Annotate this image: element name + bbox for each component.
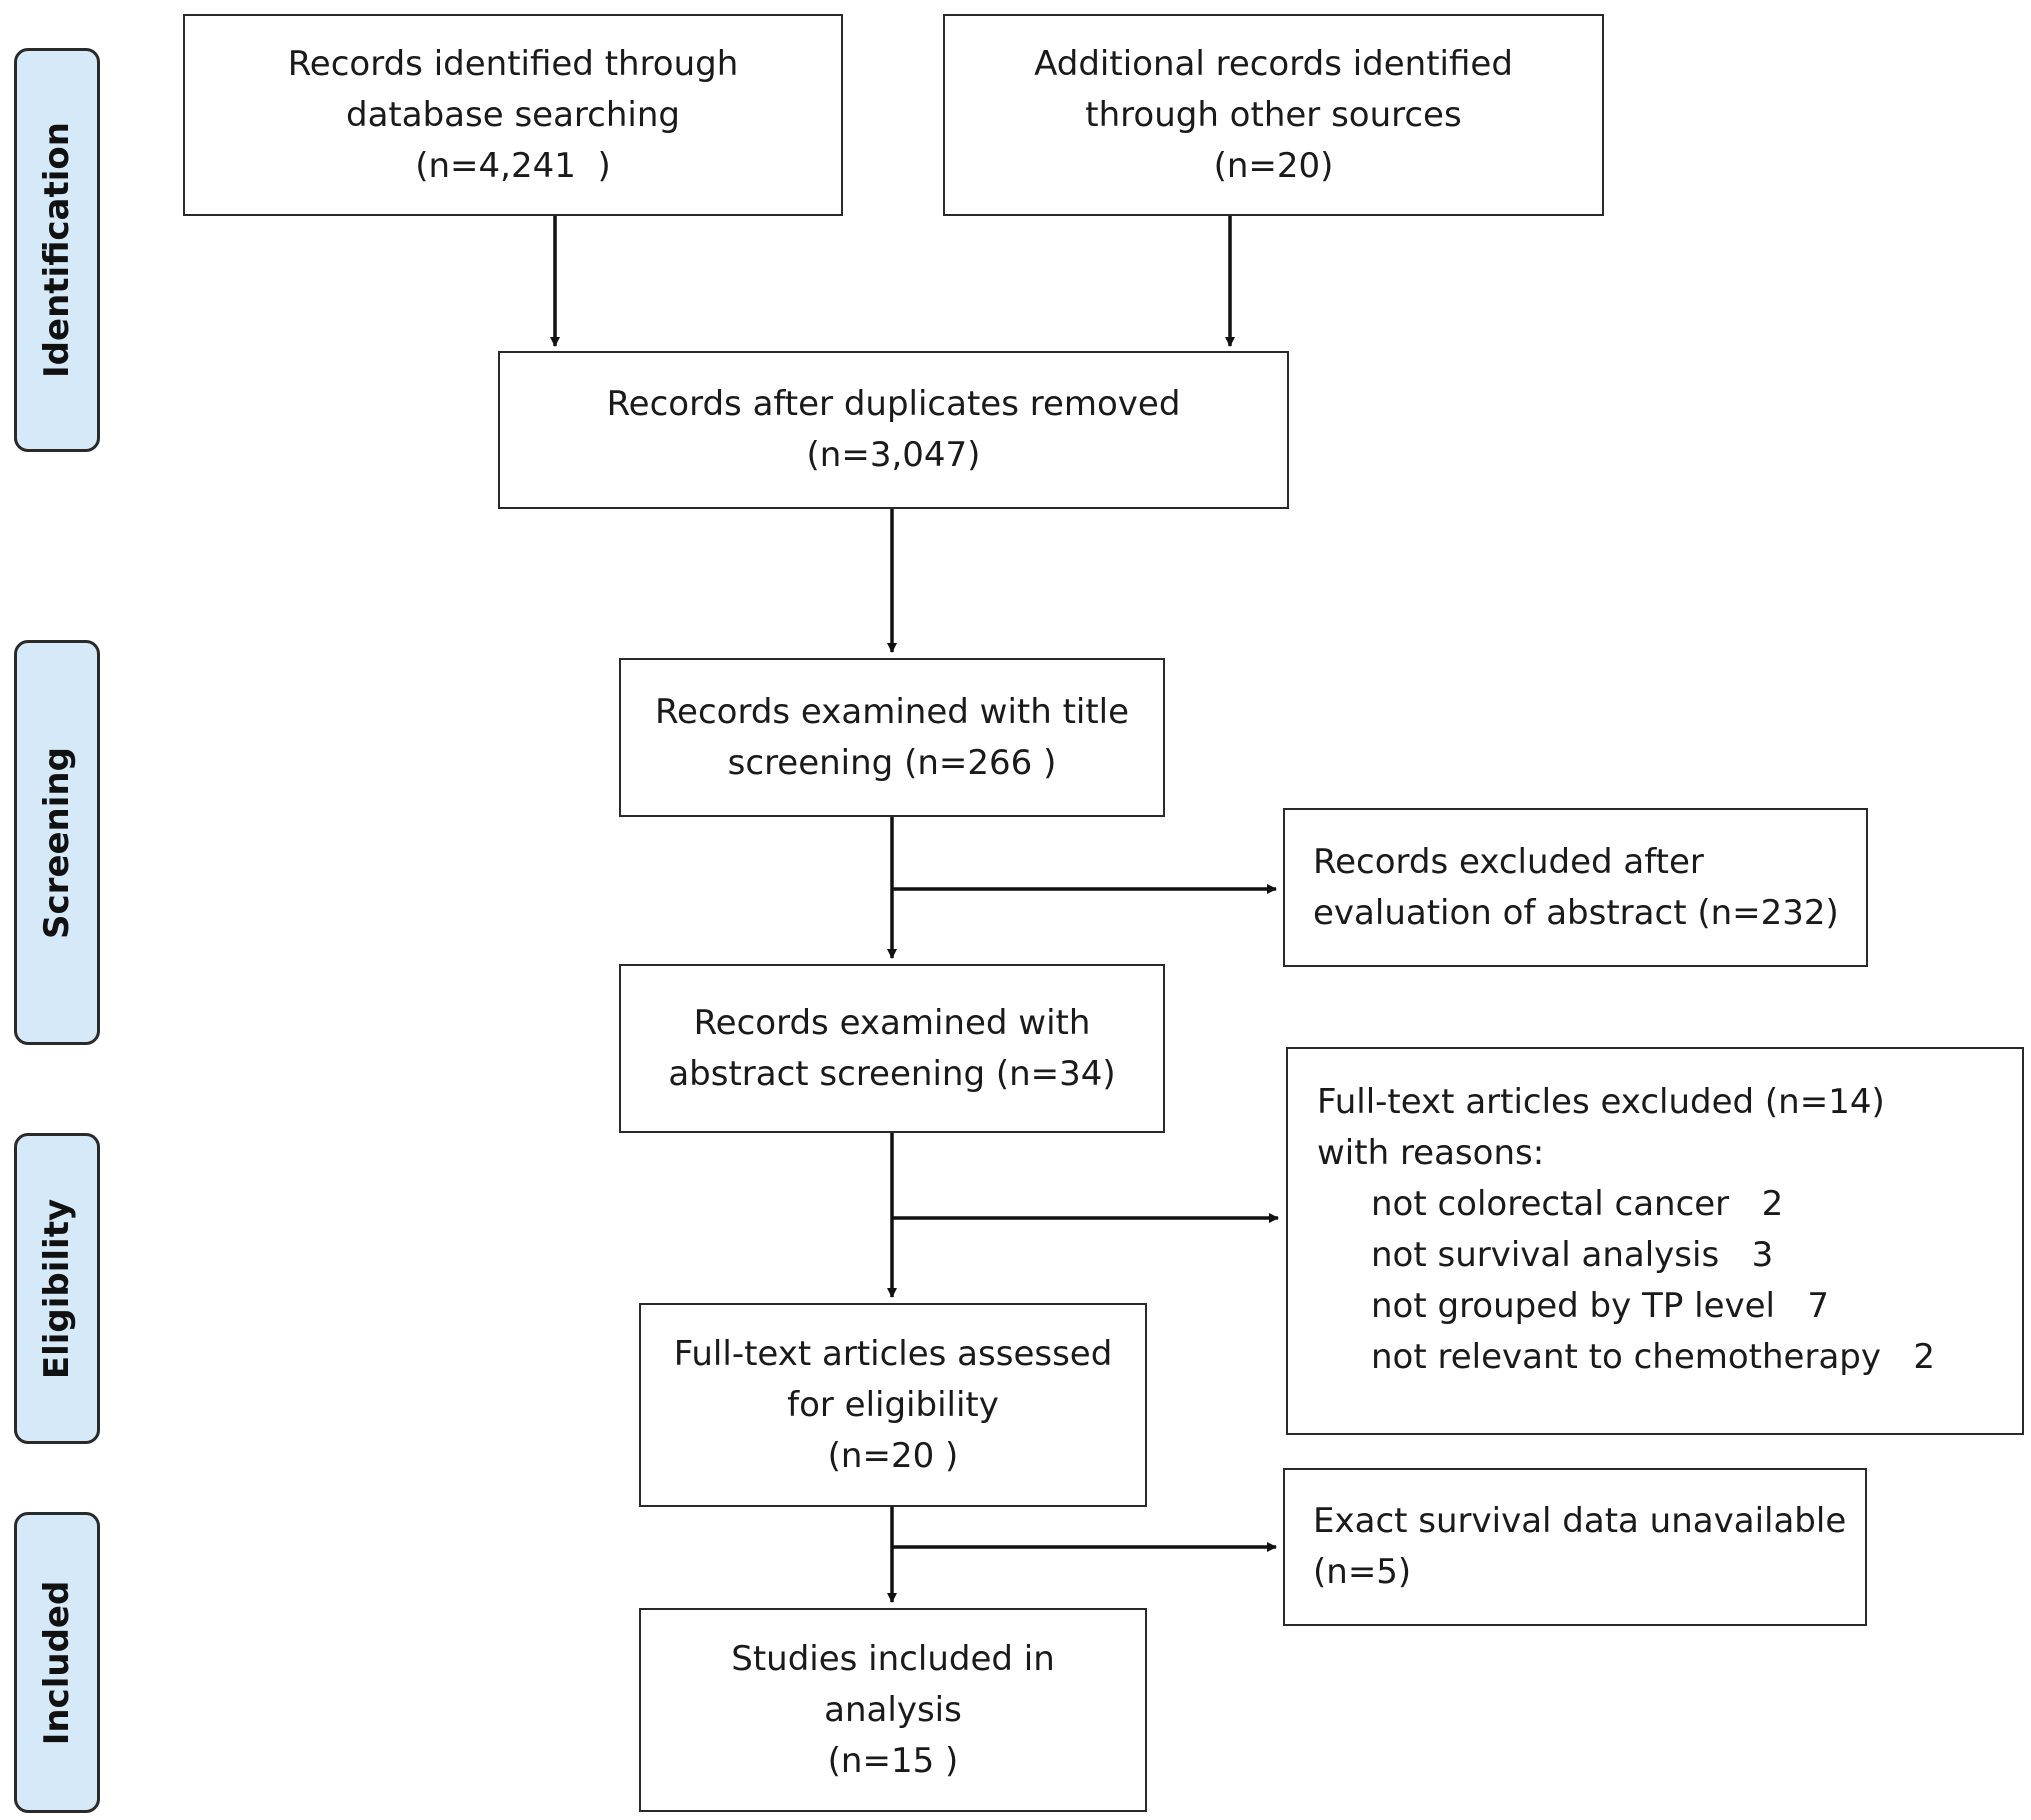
survival-unavailable-line1: Exact survival data unavailable <box>1313 1501 1847 1541</box>
included-studies-count: (n=15 ) <box>827 1740 959 1781</box>
fulltext-excluded-box: Full-text articles excluded (n=14) with … <box>1286 1047 2024 1435</box>
excluded-abstract-line2: evaluation of abstract (n=232) <box>1313 892 1839 933</box>
database-search-line1: Records identified through <box>287 43 739 84</box>
other-sources-box: Additional records identified through ot… <box>943 14 1604 216</box>
exclusion-reason: not relevant to chemotherapy 2 <box>1371 1337 1936 1377</box>
fulltext-assessed-count: (n=20 ) <box>827 1435 959 1476</box>
fulltext-excluded-line1: Full-text articles excluded (n=14) <box>1317 1082 1885 1122</box>
stage-included: Included <box>14 1512 100 1813</box>
stage-identification-label: Identification <box>37 122 77 378</box>
other-sources-count: (n=20) <box>1213 145 1334 186</box>
stage-eligibility-label: Eligibility <box>37 1198 77 1379</box>
abstract-screening-line2: abstract screening (n=34) <box>668 1053 1116 1094</box>
exclusion-reason: not survival analysis 3 <box>1371 1235 1774 1275</box>
fulltext-excluded-line2: with reasons: <box>1317 1133 1545 1173</box>
database-search-line2: database searching <box>346 94 680 135</box>
title-screening-line1: Records examined with title <box>654 691 1130 732</box>
fulltext-assessed-box: Full-text articles assessed for eligibil… <box>639 1303 1147 1507</box>
other-sources-line1: Additional records identified <box>1034 43 1513 84</box>
duplicates-removed-box: Records after duplicates removed (n=3,04… <box>498 351 1289 509</box>
stage-identification: Identification <box>14 48 100 452</box>
database-search-box: Records identified through database sear… <box>183 14 843 216</box>
fulltext-assessed-line2: for eligibility <box>787 1384 999 1425</box>
survival-unavailable-count: (n=5) <box>1313 1552 1412 1592</box>
duplicates-removed-line1: Records after duplicates removed <box>606 384 1181 424</box>
database-search-count: (n=4,241 ) <box>415 145 611 186</box>
excluded-abstract-line1: Records excluded after <box>1313 841 1704 882</box>
duplicates-removed-count: (n=3,047) <box>806 435 981 475</box>
exclusion-reason: not grouped by TP level 7 <box>1371 1286 1830 1326</box>
included-studies-line2: analysis <box>824 1689 962 1730</box>
stage-screening: Screening <box>14 640 100 1045</box>
abstract-screening-box: Records examined with abstract screening… <box>619 964 1165 1133</box>
stage-eligibility: Eligibility <box>14 1133 100 1444</box>
excluded-abstract-box: Records excluded after evaluation of abs… <box>1283 808 1868 967</box>
exclusion-reason: not colorectal cancer 2 <box>1371 1184 1784 1224</box>
fulltext-assessed-line1: Full-text articles assessed <box>673 1333 1113 1374</box>
title-screening-line2: screening (n=266 ) <box>727 742 1057 783</box>
title-screening-box: Records examined with title screening (n… <box>619 658 1165 817</box>
stage-included-label: Included <box>37 1580 77 1745</box>
stage-screening-label: Screening <box>37 746 77 939</box>
included-studies-box: Studies included in analysis (n=15 ) <box>639 1608 1147 1812</box>
survival-unavailable-box: Exact survival data unavailable (n=5) <box>1283 1468 1867 1626</box>
abstract-screening-line1: Records examined with <box>693 1002 1091 1043</box>
included-studies-line1: Studies included in <box>731 1638 1055 1679</box>
other-sources-line2: through other sources <box>1085 94 1462 135</box>
